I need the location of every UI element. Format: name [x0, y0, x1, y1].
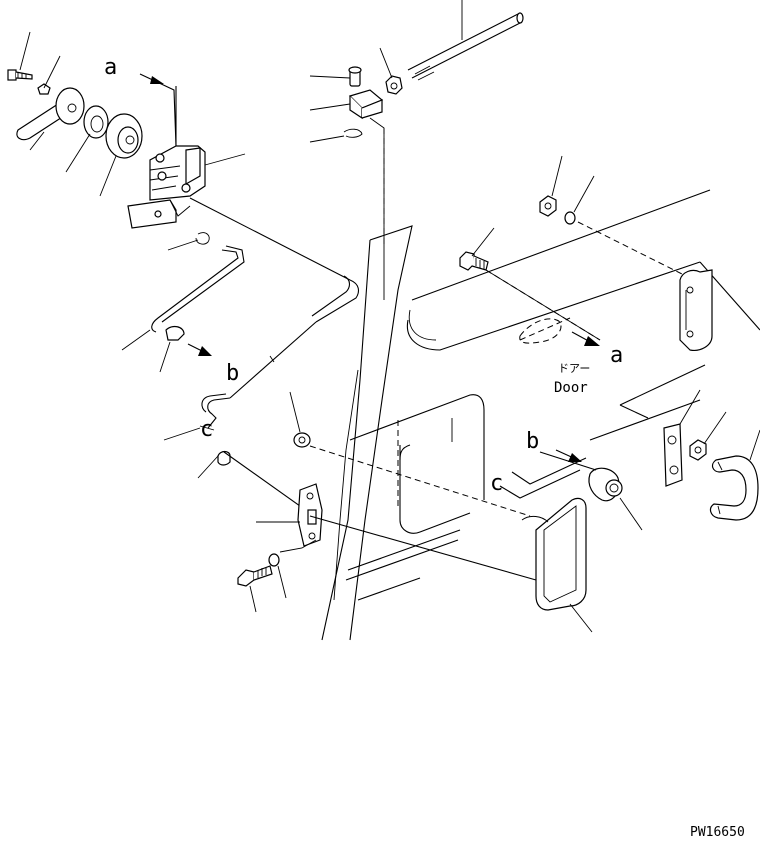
latch-mechanism — [127, 86, 246, 229]
arrow-a-right — [571, 331, 600, 346]
top-clip — [309, 128, 363, 143]
link-rod — [121, 245, 245, 351]
lock-ring — [65, 105, 109, 173]
link-clip — [159, 325, 185, 373]
grommet — [289, 391, 311, 448]
door-stopper — [539, 451, 643, 531]
arrow-a-top — [139, 73, 177, 147]
lock-cylinder — [99, 113, 143, 197]
ref-label-c-left: c — [200, 417, 213, 442]
ref-label-a-top: a — [104, 55, 117, 80]
u-bolt — [709, 429, 760, 521]
top-rod — [407, 0, 524, 81]
striker-nut — [539, 155, 563, 217]
lock-screw — [7, 31, 33, 81]
ref-label-c-right: c — [490, 471, 503, 496]
top-nut — [379, 47, 403, 95]
striker-washer — [564, 175, 595, 225]
top-pin — [309, 66, 362, 87]
latch-clip — [167, 232, 210, 251]
striker-bolt — [459, 227, 495, 271]
c-rod — [499, 457, 587, 499]
figure-code: PW16650 — [690, 825, 745, 840]
lower-bracket — [663, 389, 701, 487]
release-rod — [189, 197, 360, 399]
arrow-b-left — [187, 343, 212, 356]
lower-link-rod — [163, 393, 231, 441]
ref-label-a-right: a — [610, 343, 623, 368]
arrow-b-right — [555, 449, 582, 462]
assembly-lines — [309, 128, 691, 517]
cab-frame — [321, 189, 760, 641]
lower-bolt — [237, 565, 273, 613]
lock-washer — [37, 55, 61, 95]
ref-label-b-right: b — [526, 429, 539, 454]
ref-label-b-left: b — [226, 361, 239, 386]
lower-joint — [197, 450, 315, 517]
lower-washer — [268, 553, 287, 599]
top-block — [309, 89, 385, 240]
door-pad — [309, 497, 593, 633]
bracket-nut — [689, 411, 727, 461]
lower-latch — [256, 483, 323, 553]
striker-plate — [679, 269, 713, 351]
striker-ghost — [519, 318, 562, 344]
door-label-en: Door — [554, 380, 588, 396]
lock-handle — [16, 87, 85, 151]
door-label-jp: ドアー — [558, 362, 590, 375]
